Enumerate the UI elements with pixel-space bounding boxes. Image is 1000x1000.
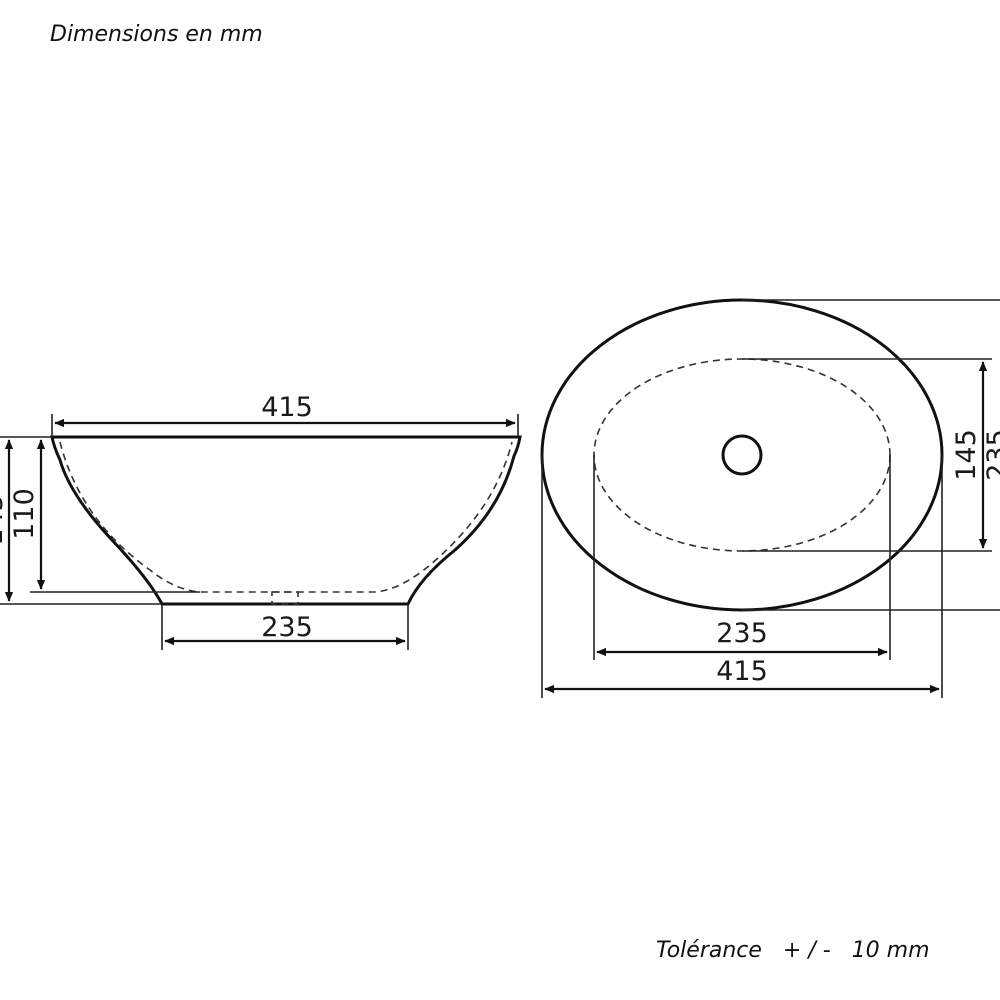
top-inner-depth-label: 145 [951, 429, 982, 481]
basin-inner-bowl [593, 358, 891, 552]
top-view: 235 415 145 235 [540, 298, 1000, 698]
top-outer-width-label: 415 [716, 656, 768, 687]
outer-height-label: 145 [0, 494, 9, 546]
top-inner-width-label: 235 [716, 618, 768, 649]
basin-outer-rim [540, 298, 944, 612]
basin-outer-profile [50, 435, 522, 606]
inner-height-label: 110 [9, 488, 40, 540]
base-width-label: 235 [261, 612, 313, 643]
drain-outlet [271, 591, 299, 605]
side-width-label: 415 [261, 392, 313, 423]
side-view: 415 235 110 145 [0, 392, 522, 650]
drain-hole [721, 434, 763, 476]
top-outer-depth-label: 235 [982, 429, 1000, 481]
tolerance-note: Tolérance + / - 10 mm [656, 938, 930, 963]
units-note: Dimensions en mm [50, 22, 263, 47]
basin-inner-profile [59, 441, 513, 593]
